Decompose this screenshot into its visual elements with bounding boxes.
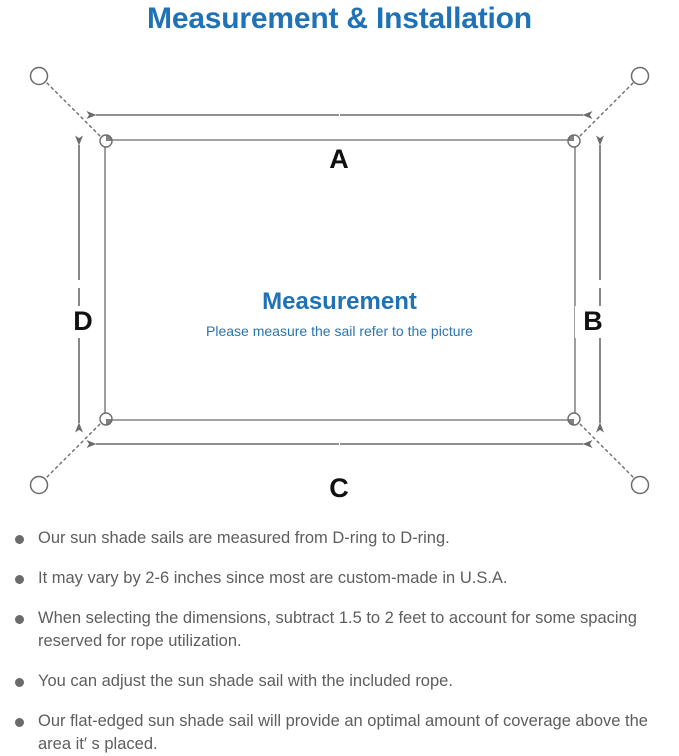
bullet-icon bbox=[15, 535, 24, 544]
anchor-top-left-icon bbox=[29, 66, 49, 86]
note-text: You can adjust the sun shade sail with t… bbox=[38, 672, 453, 690]
anchor-bottom-right-icon bbox=[630, 475, 650, 495]
dimension-label-d: D bbox=[65, 306, 101, 338]
bullet-icon bbox=[15, 678, 24, 687]
rope-bottom-left bbox=[44, 419, 105, 480]
sail-label-measurement: Measurement bbox=[262, 288, 417, 315]
bullet-icon bbox=[15, 718, 24, 727]
dimension-label-c: C bbox=[318, 473, 360, 505]
bullet-icon bbox=[15, 615, 24, 624]
dimension-label-a: A bbox=[318, 144, 360, 176]
rope-bottom-right bbox=[575, 419, 636, 480]
list-item: Our flat-edged sun shade sail will provi… bbox=[12, 710, 672, 756]
list-item: It may vary by 2-6 inches since most are… bbox=[12, 567, 672, 590]
d-ring-bottom-left-tab bbox=[106, 419, 112, 425]
note-text: Our sun shade sails are measured from D-… bbox=[38, 529, 450, 547]
sail-diagram-svg bbox=[29, 66, 650, 495]
dimension-label-b: B bbox=[575, 306, 611, 338]
d-ring-top-right-tab bbox=[568, 135, 574, 141]
sail-diagram: Measurement Please measure the sail refe… bbox=[0, 45, 679, 515]
rope-top-left bbox=[44, 80, 105, 141]
anchor-top-right-icon bbox=[630, 66, 650, 86]
list-item: You can adjust the sun shade sail with t… bbox=[12, 670, 672, 693]
sail-panel-outline bbox=[104, 139, 576, 421]
list-item: When selecting the dimensions, subtract … bbox=[12, 607, 672, 653]
note-text: It may vary by 2-6 inches since most are… bbox=[38, 569, 508, 587]
anchor-bottom-left-icon bbox=[29, 475, 49, 495]
bullet-icon bbox=[15, 575, 24, 584]
sail-sublabel-instruction: Please measure the sail refer to the pic… bbox=[206, 323, 473, 339]
note-text: Our flat-edged sun shade sail will provi… bbox=[38, 712, 648, 753]
rope-top-right bbox=[575, 80, 636, 141]
page-title: Measurement & Installation bbox=[147, 2, 532, 35]
list-item: Our sun shade sails are measured from D-… bbox=[12, 527, 672, 550]
d-ring-top-left-tab bbox=[106, 135, 112, 141]
d-ring-bottom-right-tab bbox=[568, 419, 574, 425]
note-text: When selecting the dimensions, subtract … bbox=[38, 609, 637, 650]
notes-list: Our sun shade sails are measured from D-… bbox=[12, 527, 672, 756]
